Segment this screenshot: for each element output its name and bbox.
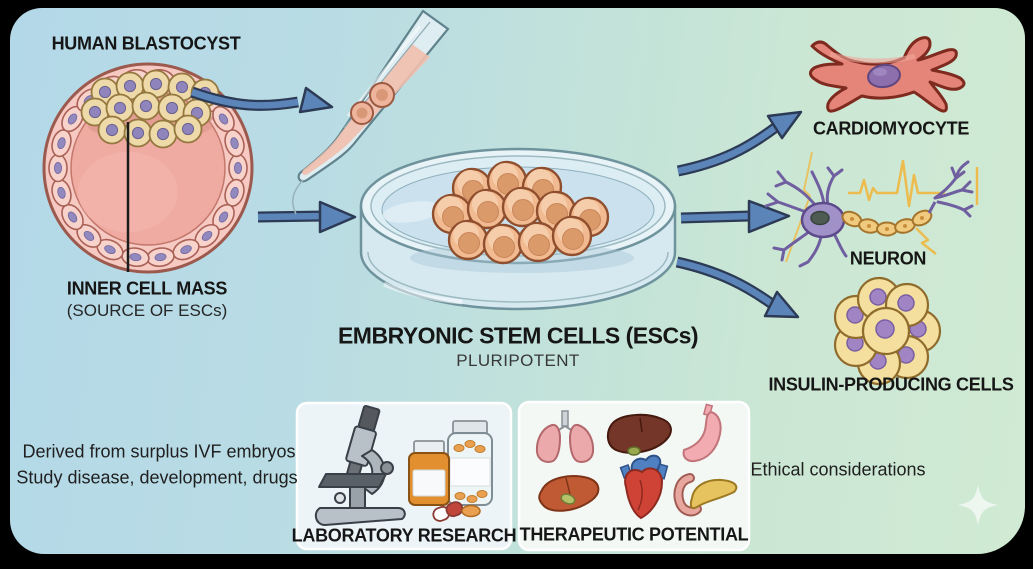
pipette-icon (291, 9, 450, 215)
neuron-label: NEURON (849, 248, 927, 269)
laboratory-panel-label: LABORATORY RESEARCH (291, 525, 517, 546)
pipette-wisp (291, 179, 304, 215)
differentiation-arrow-up (676, 110, 803, 177)
therapeutic-panel-label: THERAPEUTIC POTENTIAL (519, 524, 749, 545)
blastocyst-illustration (42, 62, 254, 274)
neuron-dendrites (764, 160, 974, 268)
ecg-trace-icon (785, 151, 979, 263)
heart-icon (619, 454, 669, 520)
pancreas-icon (673, 473, 738, 517)
plate-arrow (257, 200, 357, 234)
icm-label: INNER CELL MASS (66, 278, 228, 299)
inner-cell-mass-cells (80, 69, 220, 149)
diagram-canvas: HUMAN BLASTOCYST INNER CELL MASS (SOURCE… (10, 8, 1025, 554)
esc-title: EMBRYONIC STEM CELLS (ESCs) (337, 322, 699, 349)
differentiation-arrow-mid (680, 199, 791, 234)
cardiomyocyte-icon (809, 36, 966, 113)
diagram-scene: HUMAN BLASTOCYST INNER CELL MASS (SOURCE… (10, 8, 1025, 554)
differentiation-arrow-down (675, 256, 800, 319)
esc-subtitle: PLURIPOTENT (456, 351, 580, 370)
icm-source-label: (SOURCE OF ESCs) (66, 301, 228, 320)
liver-2-icon (538, 475, 600, 512)
sparkle-icon (958, 485, 998, 525)
medicine-bottles-icon (408, 420, 493, 522)
tablet-icon (461, 504, 481, 518)
cardiomyocyte-label: CARDIOMYOCYTE (812, 118, 970, 139)
capsule-icon (432, 501, 464, 522)
stomach-icon (682, 403, 722, 463)
blastocyst-title: HUMAN BLASTOCYST (51, 33, 241, 54)
fact-ivf: Derived from surplus IVF embryos (22, 441, 296, 462)
neuron-axon (841, 201, 937, 237)
fact-study: Study disease, development, drugs (16, 467, 298, 488)
microscope-icon (314, 404, 406, 526)
lungs-icon (535, 410, 595, 463)
stem-cell-cluster (410, 160, 634, 273)
neuron-icon (764, 151, 979, 268)
diagram-artwork (42, 9, 998, 552)
insulin-cells-icon (833, 276, 942, 386)
transfer-arrow (190, 86, 334, 114)
insulin-label: INSULIN-PRODUCING CELLS (768, 374, 1014, 395)
liver-icon (606, 413, 672, 456)
ethics-label: Ethical considerations (750, 459, 926, 480)
